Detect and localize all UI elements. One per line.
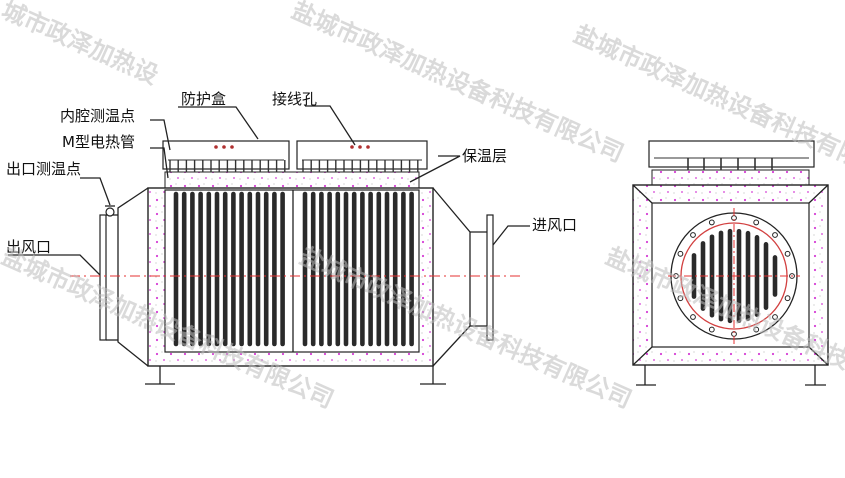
label-outlet-temp-point: 出口测温点: [6, 160, 81, 178]
label-m-heating-tube: M型电热管: [62, 133, 135, 151]
flange-bolt: [784, 250, 791, 257]
label-wiring-hole: 接线孔: [272, 90, 317, 108]
watermark-text: 城市政泽加热设: [0, 0, 162, 90]
terminal-posts: [169, 160, 419, 172]
label-inner-temp-point: 内腔测温点: [60, 107, 135, 125]
wiring-hole-dots: [214, 145, 370, 149]
outlet-temp-sensor: [105, 207, 115, 217]
label-insulation-layer: 保温层: [462, 147, 507, 165]
side-view: [70, 140, 520, 385]
end-view: [632, 140, 829, 386]
flange-bolt: [677, 295, 684, 302]
flange-bolt: [690, 314, 696, 320]
flange-bolt: [772, 314, 778, 320]
inlet-transition: [432, 187, 471, 367]
m-heating-tubes: [173, 191, 414, 347]
outlet-flange: [99, 214, 107, 341]
label-air-inlet: 进风口: [532, 216, 577, 234]
leader-lines: [8, 105, 530, 276]
flange-bolt: [708, 326, 715, 333]
label-air-outlet: 出风口: [6, 238, 51, 256]
flange-bolt: [690, 232, 696, 238]
flange-bolt: [708, 219, 715, 226]
flange-bolt: [677, 250, 684, 257]
end-terminal-band: [651, 169, 810, 186]
end-protective-box: [648, 140, 815, 168]
flange-bolt: [753, 326, 760, 333]
flange-bolt: [772, 232, 778, 238]
flange-bolt: [784, 295, 791, 302]
side-terminal-band: [164, 171, 420, 189]
flange-bolt: [753, 219, 760, 226]
outlet-transition: [117, 187, 149, 367]
protective-box-right: [296, 140, 428, 170]
protective-box-left: [162, 140, 290, 170]
inlet-flange: [486, 214, 494, 341]
label-protective-box: 防护盒: [181, 90, 226, 108]
end-terminal-posts: [687, 158, 773, 170]
